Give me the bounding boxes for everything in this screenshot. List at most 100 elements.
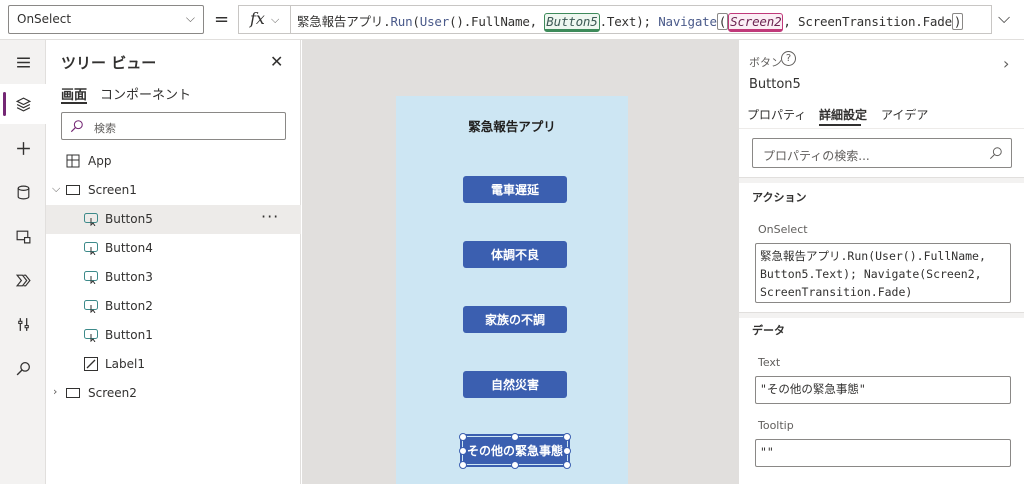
property-dropdown[interactable]: OnSelect ⌵	[8, 5, 204, 34]
chevron-right-icon[interactable]: ›	[1003, 54, 1010, 73]
formula-segment: User	[419, 14, 450, 29]
button-control-icon	[84, 242, 98, 255]
tab-properties[interactable]: プロパティ	[747, 108, 807, 122]
onselect-formula-field[interactable]: 緊急報告アプリ.Run(User().FullName, Button5.Tex…	[755, 243, 1011, 303]
formula-token-screen2: Screen2	[728, 13, 784, 32]
tooltip-formula-field[interactable]: ""	[755, 439, 1011, 467]
equals-sign: =	[214, 9, 230, 30]
chevron-down-icon: ⌵	[185, 11, 195, 25]
search-icon	[989, 147, 1002, 160]
field-label-text: Text	[758, 356, 781, 369]
tree-item-button5[interactable]: Button5 ···	[46, 205, 301, 234]
tab-ideas[interactable]: アイデア	[881, 108, 929, 122]
resize-handle[interactable]	[511, 433, 519, 441]
formula-bar: OnSelect ⌵ = fx ⌵ 緊急報告アプリ.Run(User().Ful…	[0, 0, 1024, 40]
app-button-3[interactable]: 家族の不調	[463, 306, 567, 333]
formula-segment: (	[716, 13, 729, 30]
tree-item-screen1[interactable]: ⌵ Screen1	[46, 176, 301, 205]
formula-segment: , ScreenTransition.Fade	[783, 14, 952, 29]
tree-item-label: Label1	[105, 357, 146, 371]
chevron-right-icon[interactable]: ›	[53, 385, 58, 398]
chevron-down-icon[interactable]: ⌵	[52, 182, 61, 195]
left-rail	[0, 40, 46, 484]
expand-formula-chevron-icon[interactable]: ⌵	[998, 8, 1011, 27]
section-divider	[739, 177, 1024, 183]
formula-segment: )	[951, 13, 964, 30]
section-title-data: データ	[752, 324, 785, 337]
button-control-icon	[84, 213, 98, 226]
properties-panel: ボタン ? Button5 › プロパティ 詳細設定 アイデア プロパティの検索…	[738, 40, 1024, 484]
tree-item-button3[interactable]: Button3	[46, 263, 301, 292]
tree-item-label: Button1	[105, 328, 153, 342]
menu-icon[interactable]	[0, 42, 46, 82]
section-divider	[739, 312, 1024, 318]
chevron-down-icon: ⌵	[271, 13, 280, 26]
tree-item-label: Screen2	[88, 386, 137, 400]
tree-item-label1[interactable]: Label1	[46, 350, 301, 379]
formula-segment: .	[383, 14, 391, 29]
layers-icon[interactable]	[0, 84, 46, 124]
data-icon[interactable]	[0, 172, 46, 212]
tree-item-button4[interactable]: Button4	[46, 234, 301, 263]
tree-item-label: Screen1	[88, 183, 137, 197]
tabs-divider	[739, 128, 1024, 129]
app-button-4[interactable]: 自然災害	[463, 371, 567, 398]
tree-item-label: Button2	[105, 299, 153, 313]
button-control-icon	[84, 271, 98, 284]
app-grid-icon	[66, 154, 80, 168]
screen-icon	[66, 388, 80, 398]
automate-icon[interactable]	[0, 260, 46, 300]
field-label-tooltip: Tooltip	[758, 419, 794, 432]
screen-icon	[66, 185, 80, 195]
tree-search-input[interactable]: 検索	[61, 112, 286, 140]
tab-underline	[61, 102, 87, 104]
formula-line: 緊急報告アプリ.Run(User().FullName,	[760, 249, 986, 263]
tree-item-button2[interactable]: Button2	[46, 292, 301, 321]
tab-components[interactable]: コンポーネント	[100, 88, 192, 103]
fx-icon: fx	[250, 9, 265, 28]
help-icon[interactable]: ?	[781, 51, 796, 66]
resize-handle[interactable]	[459, 461, 467, 469]
tree-item-button1[interactable]: Button1	[46, 321, 301, 350]
formula-segment: .Text);	[599, 14, 659, 29]
tree-item-screen2[interactable]: › Screen2	[46, 379, 301, 408]
resize-handle[interactable]	[563, 433, 571, 441]
app-button-2[interactable]: 体調不良	[463, 241, 567, 268]
function-picker-button[interactable]: fx ⌵	[238, 5, 290, 34]
tree-item-label: App	[88, 154, 112, 168]
tree-item-label: Button3	[105, 270, 153, 284]
label-control-icon	[84, 357, 98, 371]
tools-icon[interactable]	[0, 304, 46, 344]
control-name: Button5	[749, 77, 801, 92]
app-screen[interactable]: 緊急報告アプリ 電車遅延 体調不良 家族の不調 自然災害 その他の緊急事態	[396, 96, 628, 484]
app-button-5-selected[interactable]: その他の緊急事態	[460, 434, 570, 467]
media-icon[interactable]	[0, 216, 46, 256]
search-icon[interactable]	[0, 348, 46, 388]
tab-screens[interactable]: 画面	[61, 88, 88, 103]
tab-advanced[interactable]: 詳細設定	[819, 108, 868, 122]
formula-input[interactable]: 緊急報告アプリ.Run(User().FullName, Button5.Tex…	[290, 5, 992, 34]
formula-segment: 緊急報告アプリ	[297, 14, 384, 29]
formula-text: 緊急報告アプリ.Run(User().FullName, Button5.Tex…	[297, 11, 964, 32]
formula-segment: ().FullName,	[449, 14, 545, 29]
app-title-label[interactable]: 緊急報告アプリ	[468, 119, 556, 134]
button-control-icon	[84, 329, 98, 342]
section-title-action: アクション	[752, 191, 807, 204]
property-search-input[interactable]: プロパティの検索...	[752, 138, 1012, 168]
app-button-1[interactable]: 電車遅延	[463, 176, 567, 203]
tree-item-label: Button4	[105, 241, 153, 255]
property-dropdown-value: OnSelect	[17, 12, 72, 26]
text-formula-field[interactable]: "その他の緊急事態"	[755, 376, 1011, 404]
formula-line: Button5.Text); Navigate(Screen2,	[760, 267, 982, 281]
resize-handle[interactable]	[511, 461, 519, 469]
add-icon[interactable]	[0, 128, 46, 168]
control-type-label: ボタン	[749, 56, 782, 69]
field-label-onselect: OnSelect	[758, 223, 808, 236]
more-options-icon[interactable]: ···	[261, 207, 280, 226]
close-icon[interactable]: ✕	[270, 52, 284, 71]
resize-handle[interactable]	[563, 447, 571, 455]
resize-handle[interactable]	[563, 461, 571, 469]
tree-item-app[interactable]: App	[46, 147, 301, 176]
resize-handle[interactable]	[459, 433, 467, 441]
resize-handle[interactable]	[459, 447, 467, 455]
